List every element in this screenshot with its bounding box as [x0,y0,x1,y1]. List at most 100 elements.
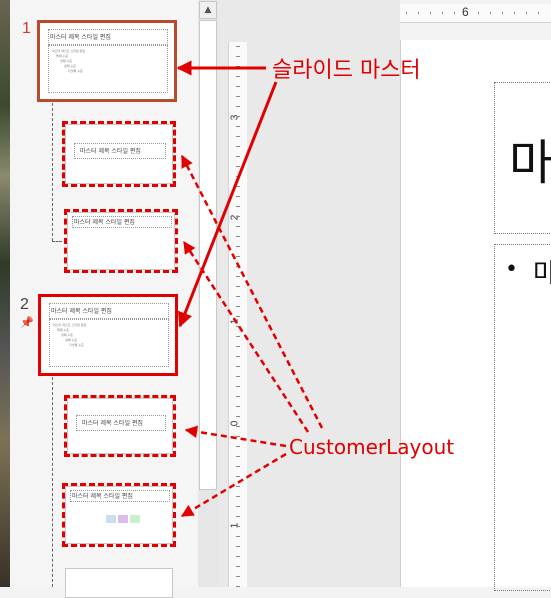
ruler-tick [236,566,240,567]
ruler-tick [236,486,240,487]
ruler-tick [538,12,539,14]
title-placeholder [70,490,170,502]
ruler-tick [236,336,240,337]
ruler-tick [490,12,491,14]
ruler-tick [236,546,240,547]
thumbnail-title: 마스터 제목 스타일 편집 [72,493,133,500]
content-icon [106,515,116,523]
ruler-gutter: 3 2 1 0 1 [218,0,400,587]
ruler-tick [236,576,240,577]
arrow-to-layout-3 [184,425,287,448]
title-placeholder [74,143,166,159]
title-placeholder [48,29,168,45]
ruler-tick [430,12,431,14]
ruler-tick [236,246,240,247]
customer-layout-annotation: CustomerLayout [289,435,455,459]
ruler-tick [502,12,503,14]
arrow-to-master-2 [177,81,278,328]
ruler-tick [236,326,240,327]
body-line-4: 넷째 수준 [64,64,76,68]
ruler-tick [236,426,240,427]
pin-icon: 📌 [20,316,34,329]
ruler-tick [236,196,240,197]
body-line-1: 마스터 텍스트 스타일 편집 [52,49,86,53]
ruler-tick [236,476,240,477]
ruler-tick [236,146,240,147]
slide-master-thumbnail-1[interactable]: 마스터 제목 스타일 편집 마스터 텍스트 스타일 편집 둘째 수준 셋째 수준… [37,20,177,102]
body-line-5: 다섯째 수준 [68,69,83,73]
body-line-4: 넷째 수준 [65,338,77,342]
layout-thumbnail-2[interactable]: 마스터 제목 스타일 편집 [64,209,178,273]
title-placeholder[interactable]: 마 [494,82,551,234]
slide-number-2: 2 [20,296,29,313]
ruler-tick [236,316,240,317]
layout-tree-line [52,103,53,241]
ruler-tick [236,186,240,187]
ruler-tick [406,12,407,14]
ruler-tick [236,496,240,497]
body-text: 마 [533,259,551,289]
title-text: 마 [509,135,551,191]
ruler-tick [454,12,455,14]
title-placeholder [49,303,169,319]
arrow-to-layout-1 [180,154,324,429]
ruler-tick [236,116,240,117]
ruler-tick [236,556,240,557]
arrow-to-layout-2 [182,240,310,433]
ruler-tick [236,136,240,137]
body-line-3: 셋째 수준 [61,333,73,337]
ruler-tick [236,126,240,127]
content-icon [118,515,128,523]
body-placeholder [48,45,168,93]
ruler-tick [236,466,240,467]
horizontal-ruler: 6 [400,4,551,23]
ruler-tick [236,276,240,277]
body-placeholder [49,319,169,367]
layout-thumbnail-4[interactable]: 마스터 제목 스타일 편집 [62,483,176,547]
scroll-up-icon[interactable]: ▲ [199,1,217,19]
ruler-tick [236,86,240,87]
body-line-3: 셋째 수준 [60,59,72,63]
ruler-tick [236,376,240,377]
slide-number-1: 1 [22,20,31,37]
ruler-tick [478,12,479,14]
thumbnail-title: 마스터 제목 스타일 편집 [51,308,112,315]
ruler-tick [236,346,240,347]
ruler-tick [236,366,240,367]
slide-master-thumbnail-2[interactable]: 마스터 제목 스타일 편집 마스터 텍스트 스타일 편집 둘째 수준 셋째 수준… [38,294,178,376]
ruler-tick [514,12,515,14]
ruler-tick [236,506,240,507]
ruler-tick [236,516,240,517]
ruler-tick [236,526,240,527]
slide-thumbnail-pane[interactable]: 1 마스터 제목 스타일 편집 마스터 텍스트 스타일 편집 둘째 수준 셋째 … [10,0,198,598]
ruler-tick [236,226,240,227]
ruler-tick [236,106,240,107]
ruler-tick [236,406,240,407]
body-line-2: 둘째 수준 [57,328,69,332]
ruler-tick [236,436,240,437]
thumbnail-title: 마스터 제목 스타일 편집 [80,148,141,155]
ruler-tick [236,256,240,257]
thumbnail-title: 마스터 제목 스타일 편집 [82,420,143,427]
layout-tree-line [52,377,53,587]
layout-tree-line [52,241,62,242]
arrow-to-layout-4 [180,452,287,518]
ruler-tick [236,46,240,47]
layout-thumbnail-1[interactable]: 마스터 제목 스타일 편집 [62,121,176,187]
ruler-tick [236,156,240,157]
ruler-tick [236,96,240,97]
content-icon [130,515,140,523]
ruler-tick [442,12,443,14]
thumbnail-title: 마스터 제목 스타일 편집 [74,219,135,226]
ruler-tick [236,536,240,537]
ruler-tick [236,216,240,217]
ruler-tick [236,76,240,77]
ruler-tick [236,296,240,297]
ruler-tick [236,456,240,457]
ruler-tick [236,286,240,287]
body-line-1: 마스터 텍스트 스타일 편집 [53,323,87,327]
slide-editing-canvas[interactable]: 마 • 마 [400,40,551,591]
layout-thumbnail-3[interactable]: 마스터 제목 스타일 편집 [64,395,176,457]
body-line-2: 둘째 수준 [56,54,68,58]
